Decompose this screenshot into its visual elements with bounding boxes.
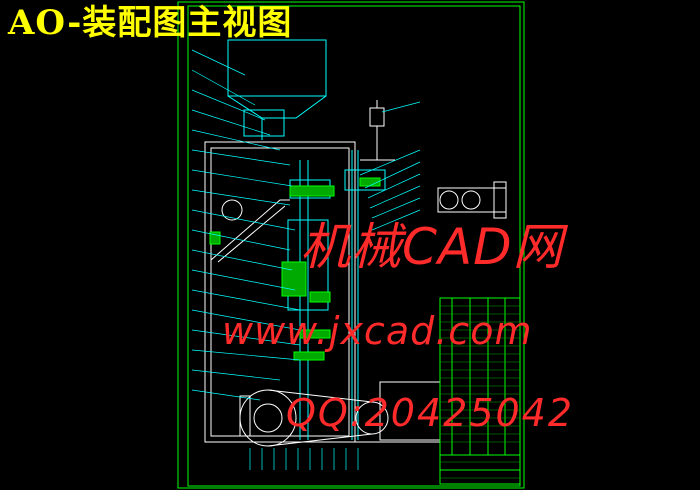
parts-list-rows xyxy=(440,305,520,479)
watermark-url: www.jxcad.com xyxy=(222,309,533,353)
drawing-title: AO-装配图主视图 xyxy=(8,3,293,43)
gear-assemblies xyxy=(209,177,381,361)
sheet-inner-border xyxy=(187,5,521,487)
parts-list-table xyxy=(439,297,521,485)
callout-leaders-left xyxy=(191,49,301,401)
watermark-qq: QQ:20425042 xyxy=(286,391,575,435)
watermark-site-name: 机械CAD网 xyxy=(300,218,564,276)
callout-leaders-bottom xyxy=(249,448,359,470)
base-drive xyxy=(239,381,441,447)
feed-chute xyxy=(210,199,290,263)
main-frame xyxy=(204,141,440,443)
side-view-detail xyxy=(437,181,507,219)
callout-leaders-right xyxy=(359,101,421,231)
sheet-outer-border xyxy=(177,1,525,489)
lubricator xyxy=(360,100,395,161)
hopper xyxy=(227,39,327,140)
